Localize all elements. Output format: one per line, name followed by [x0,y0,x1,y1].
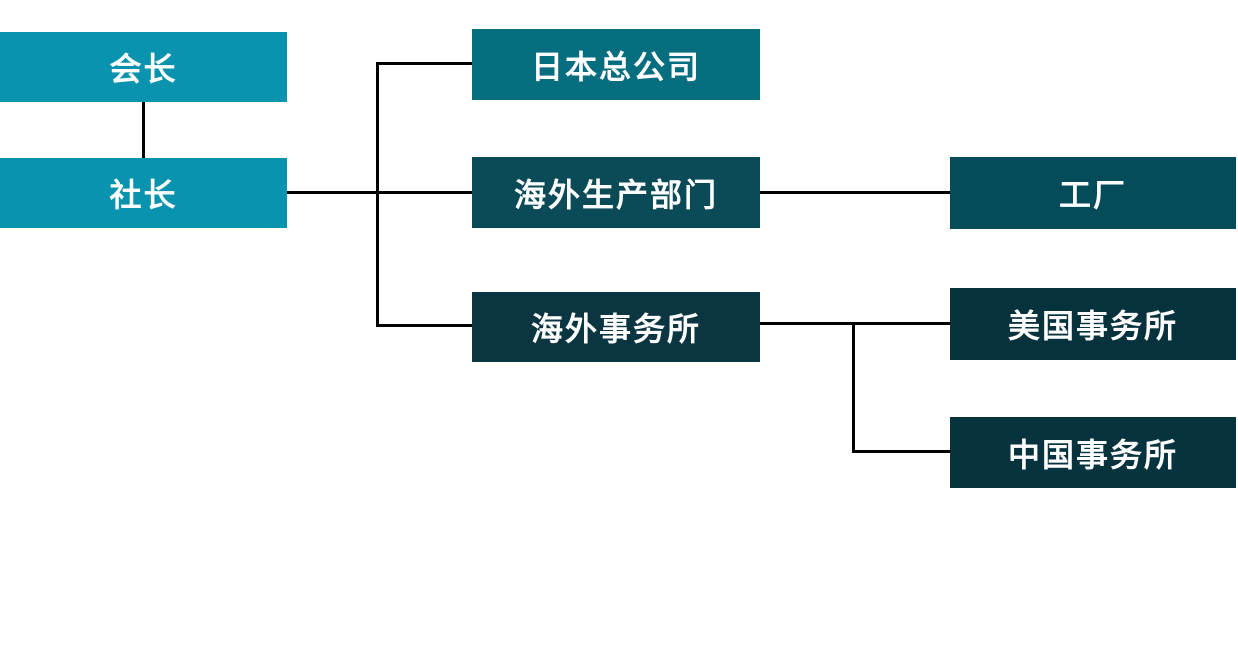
node-china-office-label: 中国事务所 [1007,436,1178,473]
node-overseas-production[interactable]: 海外生产部门 [472,157,760,228]
connector-chairman-president [142,102,145,158]
node-japan-hq[interactable]: 日本总公司 [472,29,760,100]
node-overseas-office-label: 海外事务所 [530,311,701,347]
node-us-office[interactable]: 美国事务所 [950,288,1236,360]
connector-office-branch-vertical [852,322,855,453]
node-factory[interactable]: 工厂 [950,157,1236,229]
connector-branch-china-office [852,450,950,453]
node-president-label: 社长 [109,177,178,213]
connector-trunk-overseas-office [376,324,472,327]
node-china-office[interactable]: 中国事务所 [950,417,1236,488]
node-us-office-label: 美国事务所 [1007,308,1178,344]
node-factory-label: 工厂 [1058,177,1127,213]
connector-production-factory [760,191,950,194]
node-overseas-production-label: 海外生产部门 [513,176,718,213]
node-overseas-office[interactable]: 海外事务所 [472,292,760,362]
node-president[interactable]: 社长 [0,158,287,228]
connector-president-trunk [287,191,472,194]
connector-trunk-japan-hq [376,62,472,65]
node-chairman-label: 会长 [109,51,178,87]
node-japan-hq-label: 日本总公司 [530,48,701,85]
node-chairman[interactable]: 会长 [0,32,287,102]
connector-office-us-office [760,322,950,325]
connector-trunk-vertical [376,62,379,327]
